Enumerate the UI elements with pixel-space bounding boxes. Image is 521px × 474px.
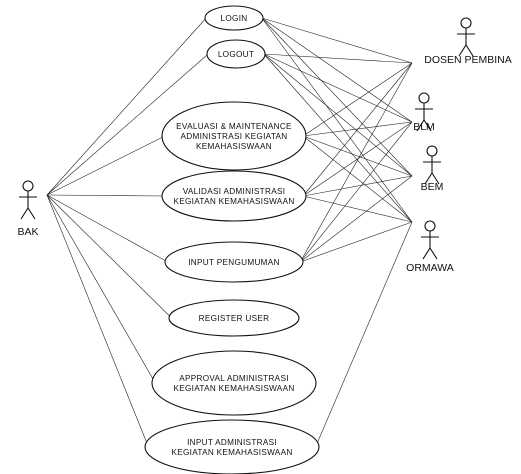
association-dosen-validasi xyxy=(302,62,413,197)
use-case-logout: LOGOUT xyxy=(206,39,266,69)
association-bak-pengumuman xyxy=(46,194,168,263)
use-case-ellipse xyxy=(206,39,266,69)
use-case-ellipse xyxy=(144,419,320,474)
association-bak-input-admin xyxy=(46,194,149,448)
use-case-label: ADMINISTRASI KEGIATAN xyxy=(181,132,288,141)
association-ormawa-input-admin xyxy=(315,221,413,448)
use-case-ellipse xyxy=(164,241,304,283)
actor-blm: BLM xyxy=(413,92,435,133)
use-case-label: LOGIN xyxy=(221,14,248,23)
use-case-ellipse xyxy=(151,350,317,416)
association-dosen-login xyxy=(261,17,413,64)
use-case-login: LOGIN xyxy=(204,5,264,31)
association-ormawa-validasi xyxy=(303,195,413,223)
actor-head-icon xyxy=(424,220,436,232)
actor-head-icon xyxy=(460,17,472,29)
actor-bak: BAK xyxy=(17,180,39,238)
association-blm-evaluasi xyxy=(303,121,413,137)
association-bak-validasi xyxy=(46,194,165,197)
actor-layer: BAK DOSEN PEMBINA BLM BEM ORMAWA xyxy=(17,17,512,274)
association-dosen-pengumuman xyxy=(299,62,413,263)
association-ormawa-pengumuman xyxy=(300,221,413,263)
association-ormawa-evaluasi xyxy=(302,135,413,223)
use-case-label: INPUT ADMINISTRASI xyxy=(187,438,277,447)
association-dosen-logout xyxy=(263,53,413,64)
association-blm-pengumuman xyxy=(300,121,413,263)
use-case-label: KEGIATAN KEMAHASISWAAN xyxy=(171,448,292,457)
actor-bem: BEM xyxy=(421,145,444,193)
use-case-label: KEGIATAN KEMAHASISWAAN xyxy=(173,197,294,206)
association-bak-logout xyxy=(46,53,209,196)
use-case-ellipse xyxy=(168,299,300,337)
association-bak-register xyxy=(46,194,172,319)
association-layer xyxy=(46,17,413,448)
actor-label: ORMAWA xyxy=(406,262,454,274)
use-case-ellipse xyxy=(161,101,307,171)
actor-dosen: DOSEN PEMBINA xyxy=(424,17,512,66)
actor-head-icon xyxy=(418,92,430,104)
actor-label: BLM xyxy=(413,121,435,133)
association-ormawa-logout xyxy=(263,53,413,223)
use-case-register: REGISTER USER xyxy=(168,299,300,337)
actor-ormawa: ORMAWA xyxy=(406,220,454,274)
use-case-label: EVALUASI & MAINTENANCE xyxy=(176,122,292,131)
use-case-ellipse xyxy=(161,170,307,222)
use-case-label: LOGOUT xyxy=(218,50,254,59)
use-case-label: REGISTER USER xyxy=(199,314,270,323)
association-bem-login xyxy=(261,17,413,177)
association-bem-logout xyxy=(263,53,413,177)
association-blm-validasi xyxy=(302,121,413,197)
association-blm-logout xyxy=(263,53,413,123)
use-case-label: INPUT PENGUMUMAN xyxy=(188,258,280,267)
association-blm-login xyxy=(261,17,413,123)
use-case-pengumuman: INPUT PENGUMUMAN xyxy=(164,241,304,283)
use-case-ellipse xyxy=(204,5,264,31)
actor-head-icon xyxy=(22,180,34,192)
use-case-label: VALIDASI ADMINISTRASI xyxy=(183,187,286,196)
use-case-label: KEMAHASISWAAN xyxy=(196,142,272,151)
use-case-label: KEGIATAN KEMAHASISWAAN xyxy=(173,384,294,393)
association-ormawa-login xyxy=(261,17,413,223)
actor-label: DOSEN PEMBINA xyxy=(424,54,512,66)
association-bak-login xyxy=(46,17,207,196)
association-bak-evaluasi xyxy=(46,135,166,196)
use-case-label: APPROVAL ADMINISTRASI xyxy=(179,374,289,383)
association-dosen-evaluasi xyxy=(302,62,413,137)
actor-label: BEM xyxy=(421,181,444,193)
association-bem-evaluasi xyxy=(303,135,413,177)
association-bem-validasi xyxy=(303,175,413,197)
association-bem-pengumuman xyxy=(300,175,413,263)
association-bak-approval xyxy=(46,194,156,384)
actor-head-icon xyxy=(426,145,438,157)
use-case-layer: LOGIN LOGOUT EVALUASI & MAINTENANCEADMINIS… xyxy=(144,5,320,474)
actor-label: BAK xyxy=(17,226,38,238)
